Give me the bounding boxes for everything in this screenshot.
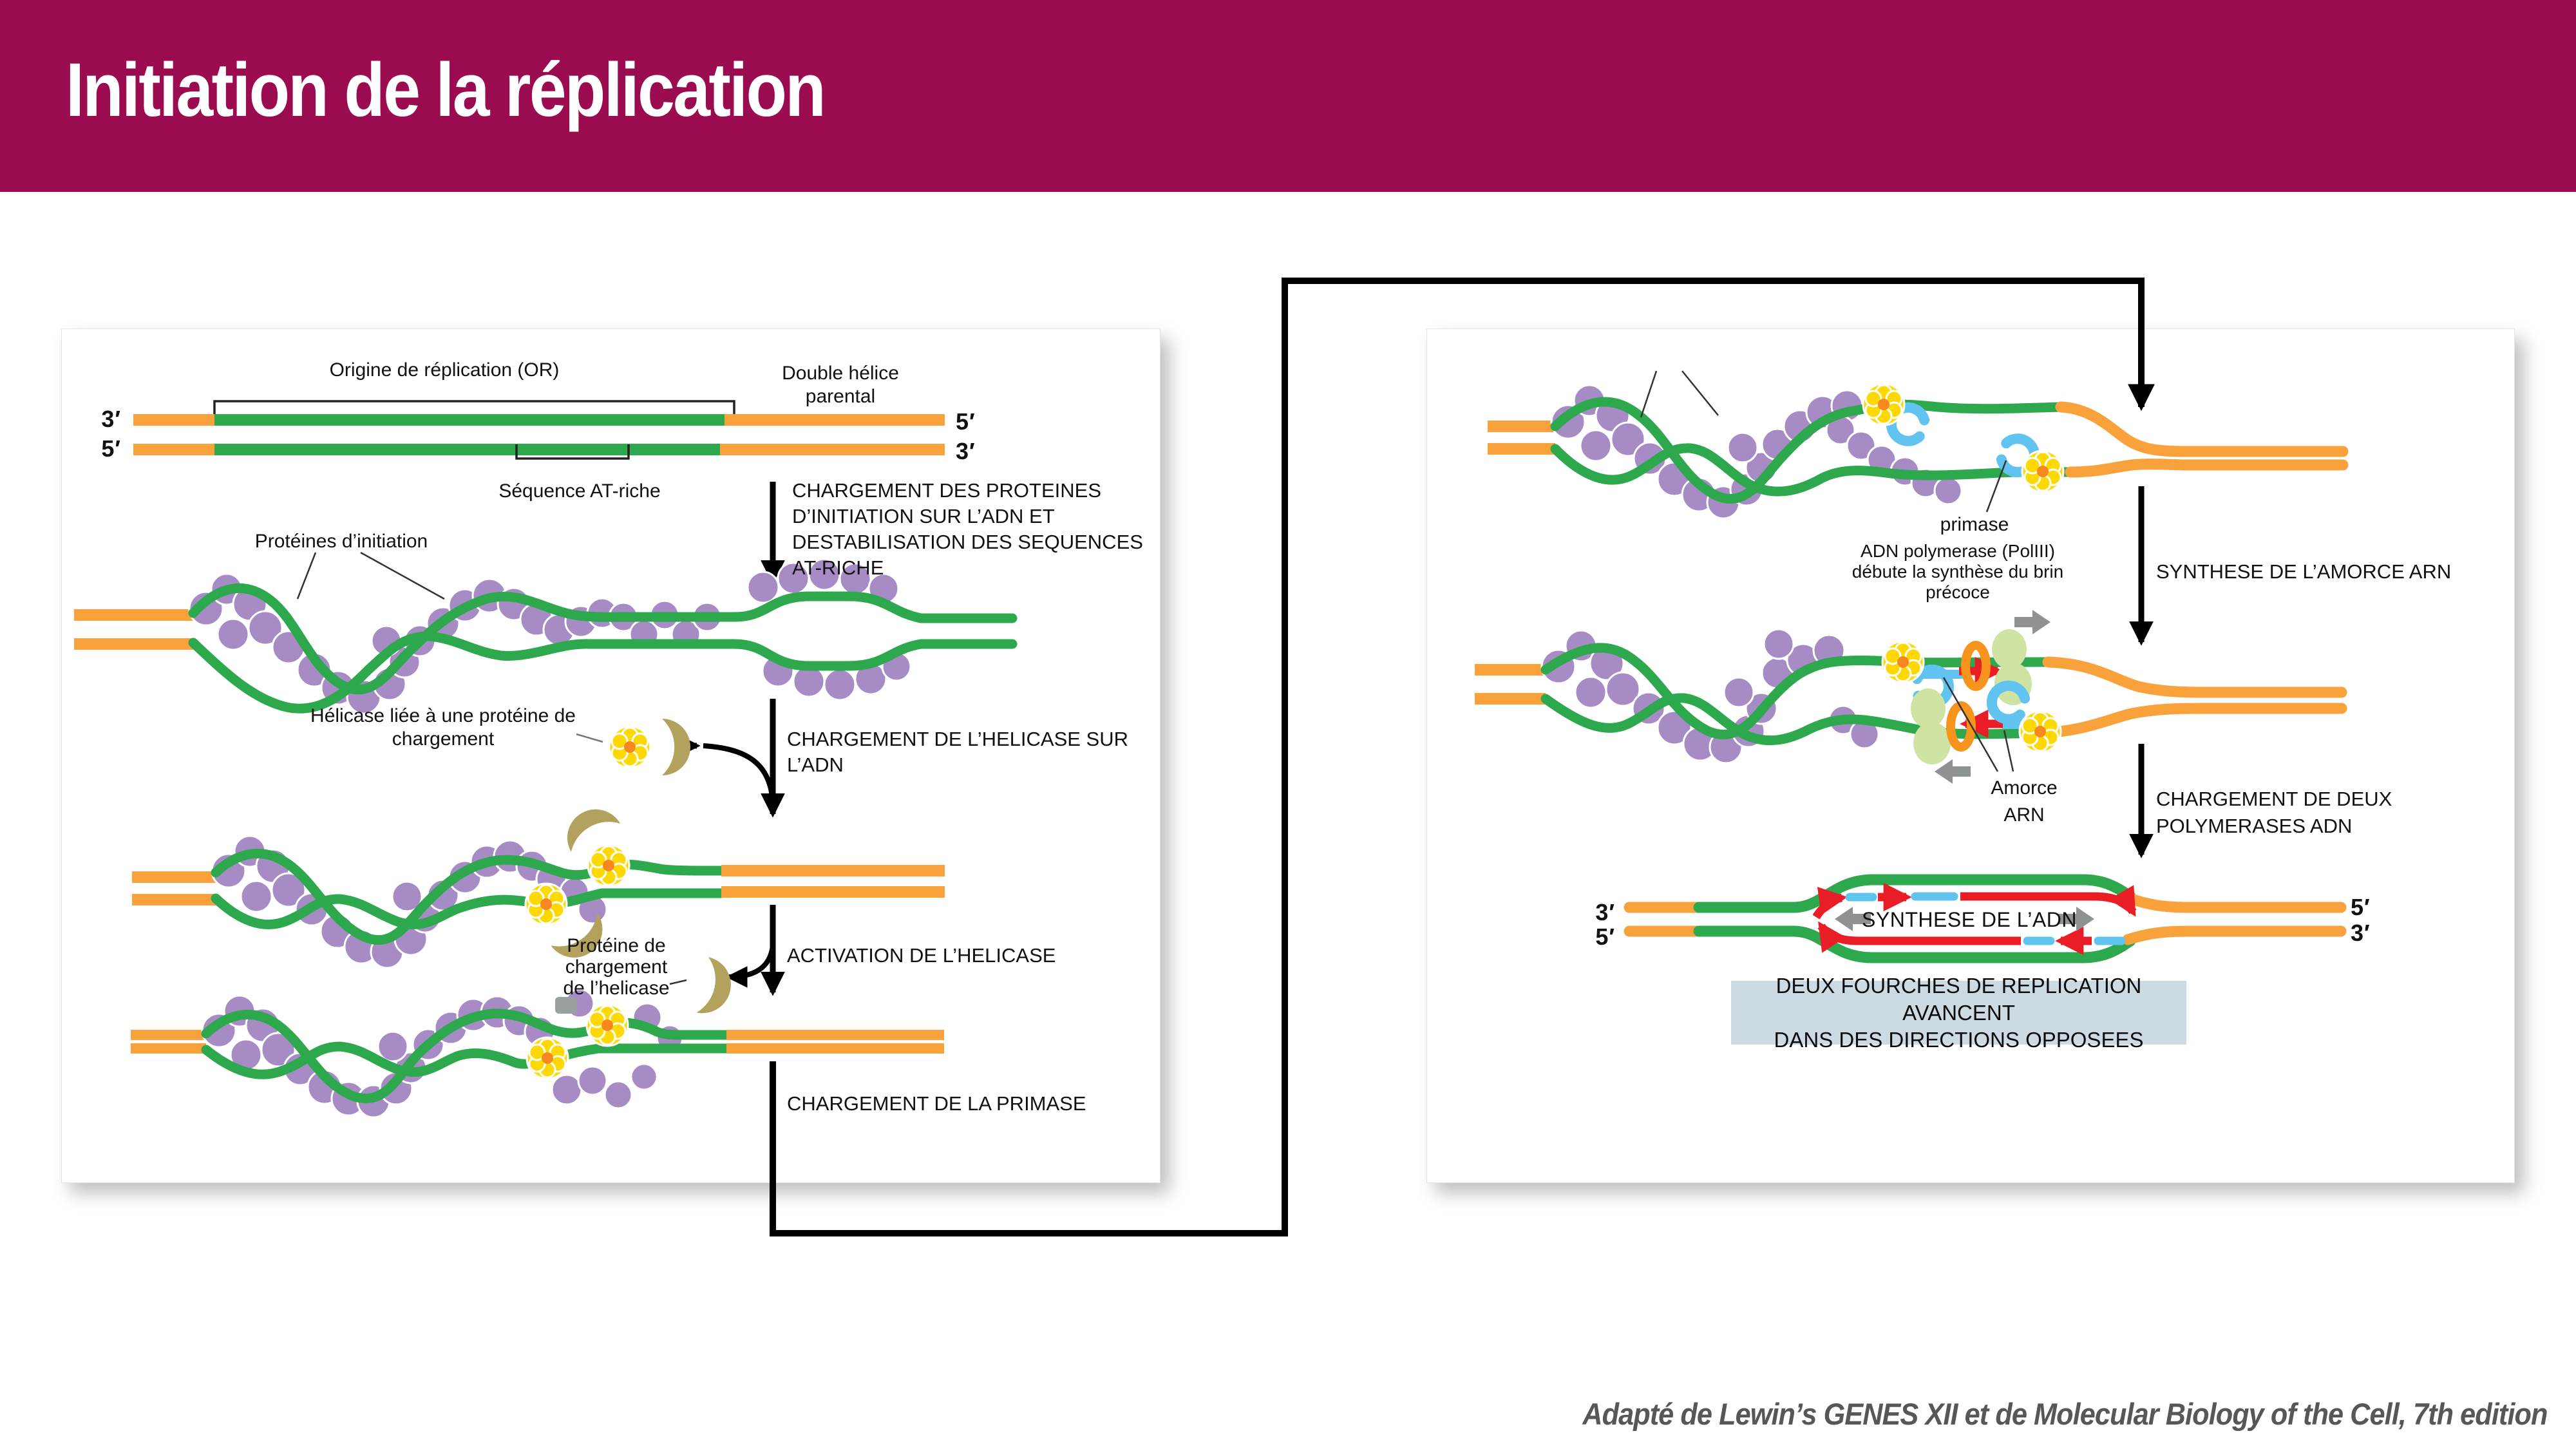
or-bracket [213,400,735,414]
row1-parental-dna [133,414,945,455]
initiation-protein-cluster [1540,628,1880,764]
row3-helicase-loaded [132,799,945,969]
primase-label: primase [1940,514,2009,535]
strand-end-label: 3′ [2351,920,2371,946]
helicase-icon [524,882,568,926]
clamp-icon [1951,706,1971,747]
or-label: Origine de réplication (OR) [329,359,560,381]
polymerase-note: ADN polymerase (PolIII) débute la synthè… [1852,541,2064,602]
step2-label: CHARGEMENT DE L’HELICASE SUR L’ADN [787,728,1128,776]
helicase-icon [587,844,630,887]
direction-arrow [2014,610,2050,634]
flow-step2-arrow [576,699,785,818]
pointer-line [296,551,445,600]
step-amorce-label: SYNTHESE DE L’AMORCE ARN [2156,560,2452,583]
pointer-line [669,979,687,985]
amorce-arn-label: Amorce ARN [1991,777,2058,826]
strand-end-label: 5′ [101,435,121,462]
strand-end-label: 3′ [101,406,121,432]
rp-diagram2-primers [1475,610,2347,784]
at-rich-label: Séquence AT-riche [498,480,661,502]
helicase-icon [608,725,652,769]
loader-crescent-icon [696,957,737,1019]
strand-end-label: 3′ [956,438,976,464]
step4-label: CHARGEMENT DE LA PRIMASE [787,1092,1086,1115]
page-title: Initiation de la réplication [66,48,826,133]
attribution: Adapté de Lewin’s GENES XII et de Molecu… [1582,1397,2548,1431]
loader-crescent-icon [662,719,690,775]
helicase-icon [2018,710,2062,753]
strand-end-label: 5′ [1595,923,1615,950]
helicase-icon [526,1036,569,1080]
header: Initiation de la réplication [0,0,2576,192]
strand-end-label: 5′ [956,408,976,435]
loader-protein-label: Protéine de chargement de l’helicase [563,935,670,999]
row2-initiation-proteins [74,551,1018,715]
step3-label: ACTIVATION DE L’HELICASE [787,944,1056,967]
step-two-pols-label: CHARGEMENT DE DEUX POLYMERASES ADN [2156,788,2392,837]
new-dna-strand [1812,882,2137,956]
loader-crescent-icon [556,799,621,852]
init-proteins-label: Protéines d’initiation [254,531,428,552]
helicase-icon [585,1003,629,1047]
at-bracket [515,444,630,460]
helicase-icon [1881,640,1925,684]
double-helix-label: Double hélice parental [782,363,899,407]
direction-arrow [1935,759,1971,784]
pointer-line [1640,370,2007,513]
strand-end-label: 5′ [2351,894,2371,920]
conclusion-box: DEUX FOURCHES DE REPLICATION AVANCENT DA… [1731,974,2186,1052]
helicase-icon [1862,383,1906,426]
strand-end-label: 3′ [1595,899,1615,925]
gray-fragment [555,997,577,1014]
row4-helicase-activated [131,988,944,1119]
flow-step3-arrow [669,905,785,1019]
rp-diagram1-primase-loaded [1488,370,2349,520]
pointer-line [576,733,603,743]
helicase-icon [2021,450,2065,493]
step1-label: CHARGEMENT DES PROTEINES D’INITIATION SU… [792,479,1143,579]
dna-strand [2029,656,2347,739]
rp-diagram3-bubble [1624,874,2347,963]
dna-strand [2055,401,2349,478]
helicase-loader-label: Hélicase liée à une protéine de chargeme… [310,705,576,750]
synthesis-label: SYNTHESE DE L’ADN [1862,908,2077,931]
connector-line [770,278,2155,1236]
pointer-line [1942,677,2014,772]
dna-strand [188,583,1018,714]
